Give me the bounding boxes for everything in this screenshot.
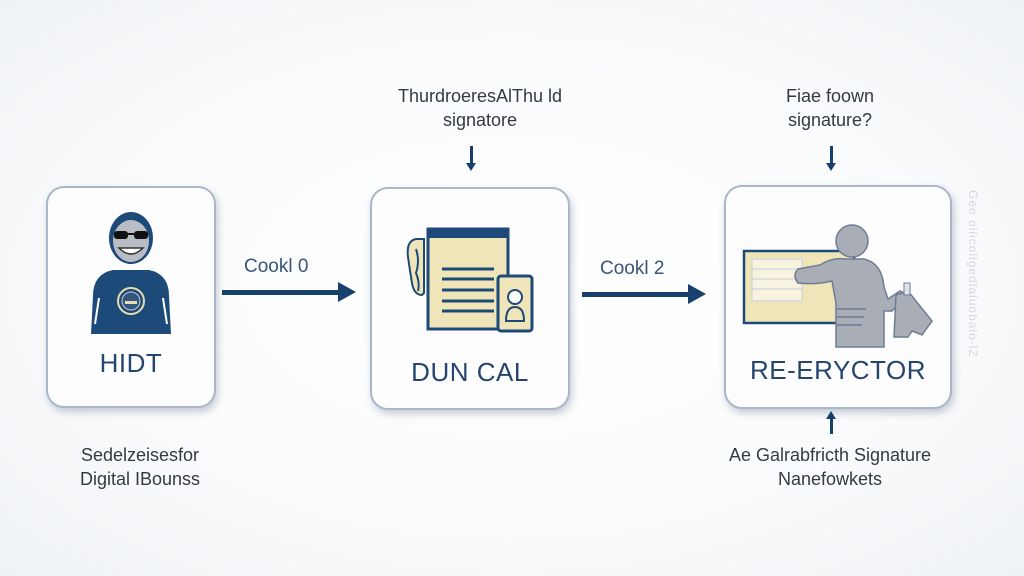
annotation-line: signatore — [442, 110, 518, 130]
arrow-down-to-re-eryctor — [826, 146, 836, 171]
annotation-line: Nanefowkets — [777, 469, 883, 489]
arrow-down-to-duncal — [466, 146, 476, 171]
annotation-line: Digital IBounss — [79, 469, 201, 489]
person-at-terminal-icon — [742, 224, 933, 348]
hacker-person-icon — [91, 212, 171, 334]
annotation-bottom-left: Sedelzeisesfor Digital IBounss — [40, 443, 240, 491]
document-phone-icon — [406, 227, 534, 333]
annotation-line: Sedelzeisesfor — [80, 445, 200, 465]
arrow-right-edge-2 — [582, 284, 706, 304]
arrow-up-to-re-eryctor — [826, 411, 836, 434]
edge-label: Cookl 2 — [600, 258, 665, 279]
annotation-line: Ae Galrabfricth Signature — [728, 445, 932, 465]
edge-label: Cookl 0 — [244, 256, 309, 277]
annotation-line: signature? — [787, 110, 873, 130]
node-duncal[interactable]: DUN CAL — [370, 187, 570, 410]
node-label: RE-ERYCTOR — [750, 355, 926, 385]
node-hidt[interactable]: HIDT — [46, 186, 216, 408]
annotation-line: Fiae foown — [785, 86, 875, 106]
node-re-eryctor[interactable]: RE-ERYCTOR — [724, 185, 952, 409]
side-watermark-text: Geo ollicollgedlaluobalo-lZ — [966, 190, 980, 358]
node-label: DUN CAL — [411, 357, 529, 387]
node-label: HIDT — [99, 348, 163, 378]
arrow-right-edge-1 — [222, 282, 356, 302]
annotation-top-middle: ThurdroeresAlThu ld signatore — [360, 84, 600, 132]
annotation-top-right: Fiae foown signature? — [740, 84, 920, 132]
annotation-bottom-right: Ae Galrabfricth Signature Nanefowkets — [700, 443, 960, 491]
annotation-line: ThurdroeresAlThu ld — [397, 86, 563, 106]
